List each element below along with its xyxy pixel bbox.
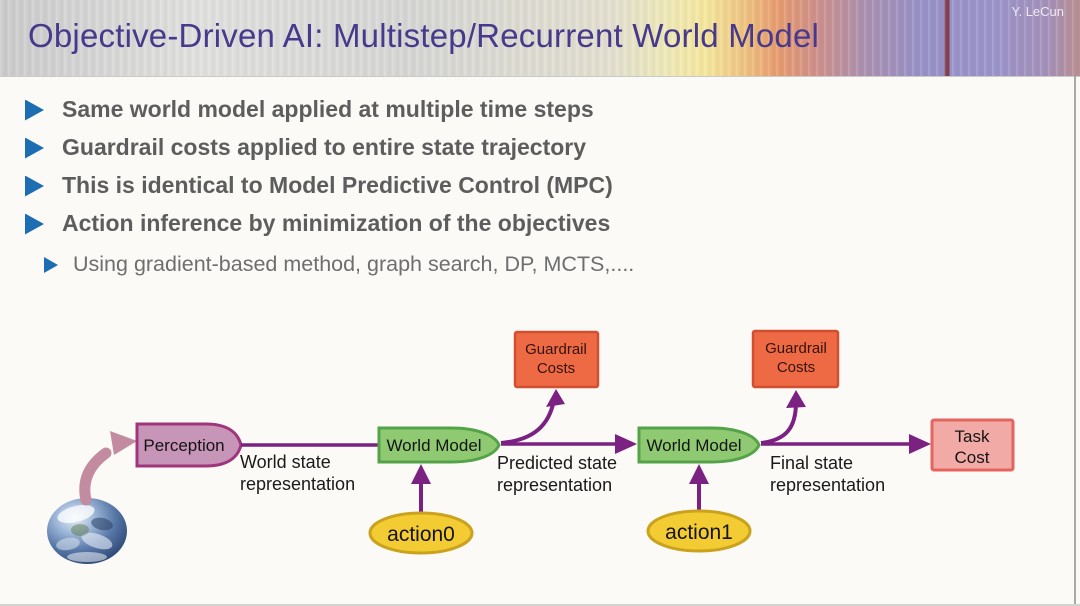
perception-node: [135, 422, 243, 468]
guardrail-costs-1-label: Guardrail Costs: [525, 341, 587, 377]
svg-text:Costs: Costs: [777, 359, 815, 376]
svg-text:World state: World state: [240, 452, 331, 472]
action1-node: [646, 509, 752, 553]
bullet-text: This is identical to Model Predictive Co…: [62, 171, 613, 198]
action0-node: [368, 511, 474, 555]
world-model-2-label: World Model: [646, 436, 741, 455]
final-state-representation-label: Final state representation: [770, 453, 885, 495]
world-model-1-node: [377, 426, 501, 464]
svg-text:representation: representation: [497, 475, 612, 495]
action0-label: action0: [387, 523, 455, 546]
action1-label: action1: [665, 521, 733, 544]
bullet-text: Guardrail costs applied to entire state …: [62, 133, 587, 160]
bullet-item: Guardrail costs applied to entire state …: [25, 128, 634, 166]
guardrail-costs-2-node: [751, 329, 840, 389]
guardrail-costs-1-node: [513, 330, 600, 389]
sub-bullet-text: Using gradient-based method, graph searc…: [73, 251, 635, 276]
arrow-action0-to-world-model-1: [411, 464, 431, 512]
bullet-list: Same world model applied at multiple tim…: [25, 90, 634, 284]
bullet-text: Same world model applied at multiple tim…: [62, 95, 594, 122]
arrow-action1-to-world-model-2: [689, 464, 709, 511]
svg-text:representation: representation: [770, 475, 885, 495]
bullet-item: This is identical to Model Predictive Co…: [25, 166, 634, 204]
svg-text:Guardrail: Guardrail: [765, 340, 827, 357]
svg-text:Task: Task: [955, 427, 990, 446]
svg-text:Costs: Costs: [537, 360, 575, 377]
bullet-item: Action inference by minimization of the …: [25, 204, 634, 242]
arrow-world-model-2-to-task-cost: [761, 434, 931, 454]
slide-right-edge-line: [1074, 76, 1076, 606]
arrow-world-model-2-to-guardrail: [760, 390, 806, 445]
predicted-state-representation-label: Predicted state representation: [497, 453, 617, 495]
world-model-2-node: [637, 426, 761, 464]
svg-text:Cost: Cost: [955, 448, 990, 467]
slide-title: Objective-Driven AI: Multistep/Recurrent…: [28, 17, 820, 54]
svg-text:representation: representation: [240, 474, 355, 494]
earth-image: [47, 498, 127, 564]
guardrail-costs-2-label: Guardrail Costs: [765, 340, 827, 376]
author-attribution: Y. LeCun: [1011, 4, 1064, 19]
world-model-1-label: World Model: [386, 436, 481, 455]
slide-bottom-edge-line: [0, 604, 1080, 606]
sub-bullet-item: Using gradient-based method, graph searc…: [25, 244, 634, 284]
bullet-text: Action inference by minimization of the …: [62, 209, 611, 236]
world-state-representation-label: World state representation: [240, 452, 355, 494]
svg-text:Guardrail: Guardrail: [525, 341, 587, 358]
arrow-world-model-1-to-guardrail: [500, 389, 565, 445]
svg-text:Predicted state: Predicted state: [497, 453, 617, 473]
perception-label: Perception: [143, 436, 224, 455]
header-band: Objective-Driven AI: Multistep/Recurrent…: [0, 0, 1080, 77]
arrow-world-model-1-to-world-model-2: [501, 434, 637, 454]
svg-text:Final state: Final state: [770, 453, 853, 473]
task-cost-node: [930, 418, 1015, 472]
bullet-item: Same world model applied at multiple tim…: [25, 90, 634, 128]
arrow-earth-to-perception: [79, 431, 137, 506]
task-cost-label: Task Cost: [955, 427, 990, 467]
